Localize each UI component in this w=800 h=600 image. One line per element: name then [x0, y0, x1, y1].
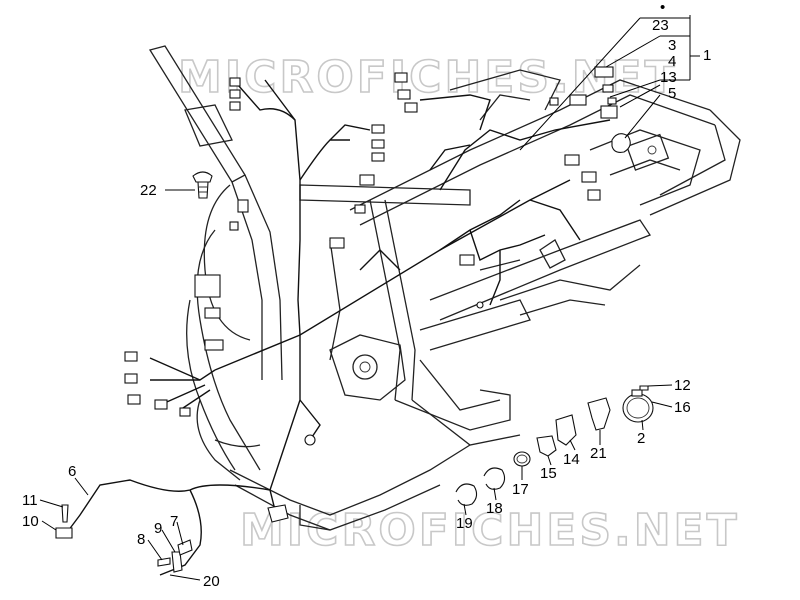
part-21-bracket — [587, 397, 611, 431]
watermark-bottom: MICROFICHES.NET — [240, 505, 740, 556]
part-19-ring — [455, 483, 478, 506]
callout-20: 20 — [203, 573, 220, 590]
part-10-connector — [55, 527, 73, 539]
part-18-ring — [483, 467, 506, 490]
watermark-top: MICROFICHES.NET — [178, 52, 678, 103]
wiring-harness — [64, 79, 611, 576]
part-14-clip — [555, 414, 577, 446]
callout-18: 18 — [486, 500, 503, 517]
part-9-clip — [171, 551, 183, 573]
callout-1: 1 — [703, 47, 711, 64]
callout-13: 13 — [660, 69, 677, 86]
exploded-parts — [55, 66, 654, 573]
callout-9: 9 — [154, 520, 162, 537]
callout-23: 23 — [652, 17, 669, 34]
callout-17: 17 — [512, 481, 529, 498]
dot-marker: • — [660, 0, 665, 16]
callout-5: 5 — [668, 85, 676, 102]
callout-labels: • 23 3 4 13 5 1 22 12 16 2 21 14 15 17 1… — [22, 0, 711, 590]
callout-4: 4 — [668, 53, 676, 70]
part-15-clip — [536, 435, 557, 457]
leader-lines — [39, 15, 700, 581]
callout-22: 22 — [140, 182, 157, 199]
callout-12: 12 — [674, 377, 691, 394]
callout-19: 19 — [456, 515, 473, 532]
callout-8: 8 — [137, 531, 145, 548]
callout-10: 10 — [22, 513, 39, 530]
part-3-block — [594, 66, 614, 78]
callout-6: 6 — [68, 463, 76, 480]
part-11-screw — [61, 504, 69, 523]
part-7-clip — [177, 539, 193, 556]
callout-7: 7 — [170, 513, 178, 530]
part-17-ring — [513, 451, 531, 467]
callout-21: 21 — [590, 445, 607, 462]
part-22-clip — [192, 171, 213, 183]
callout-16: 16 — [674, 399, 691, 416]
callout-15: 15 — [540, 465, 557, 482]
callout-2: 2 — [637, 430, 645, 447]
callout-3: 3 — [668, 37, 676, 54]
connectors — [124, 72, 601, 523]
callout-11: 11 — [22, 492, 38, 509]
scooter-frame — [148, 45, 741, 531]
callout-14: 14 — [563, 451, 580, 468]
part-8-screw — [157, 557, 171, 567]
